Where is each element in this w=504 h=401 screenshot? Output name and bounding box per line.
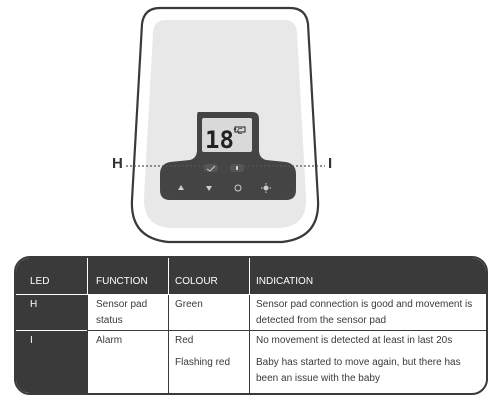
down-arrow-icon[interactable] <box>206 186 212 191</box>
row-h-function: Sensor pad status <box>96 299 148 326</box>
row-i-led: I <box>30 335 33 346</box>
header-led: LED <box>30 276 50 287</box>
row-separator-header <box>16 294 486 295</box>
row-separator-1-led <box>16 330 87 331</box>
header-colour: COLOUR <box>175 276 218 287</box>
lcd-battery-icon <box>234 126 246 133</box>
divider-led-body <box>87 294 88 393</box>
row-h-colour: Green <box>175 299 203 310</box>
lcd-housing <box>160 112 296 200</box>
callout-label-h: H <box>112 155 123 172</box>
lcd-reading: 18 <box>205 126 234 154</box>
header-indication: INDICATION <box>256 276 314 287</box>
row-i-function: Alarm <box>96 335 123 346</box>
row-i-indication-2: Baby has started to move again, but ther… <box>256 357 461 384</box>
power-icon[interactable] <box>234 184 242 192</box>
row-i-indication-1: No movement is detected at least in last… <box>256 335 453 346</box>
up-arrow-icon[interactable] <box>178 185 184 190</box>
row-i-colour-1: Red <box>175 335 194 346</box>
row-i-colour-2: Flashing red <box>175 357 231 368</box>
led-h-indicator <box>204 164 218 172</box>
row-separator-1 <box>87 330 486 331</box>
table-header: LED FUNCTION COLOUR INDICATION <box>16 258 486 294</box>
divider-function-head <box>168 258 169 294</box>
divider-function <box>168 294 169 393</box>
row-h-led: H <box>30 299 38 310</box>
light-icon[interactable] <box>261 183 271 193</box>
divider-colour <box>249 294 250 393</box>
header-function: FUNCTION <box>96 276 148 287</box>
divider-colour-head <box>249 258 250 294</box>
button-row <box>178 183 271 193</box>
led-specification-table: LED FUNCTION COLOUR INDICATION H Sensor … <box>14 256 488 395</box>
row-h-indication: Sensor pad connection is good and moveme… <box>256 299 473 326</box>
device-illustration: 18 °C <box>126 6 325 244</box>
callout-label-i: I <box>328 155 333 172</box>
led-column-bg <box>16 294 87 393</box>
led-i-indicator <box>230 164 244 172</box>
